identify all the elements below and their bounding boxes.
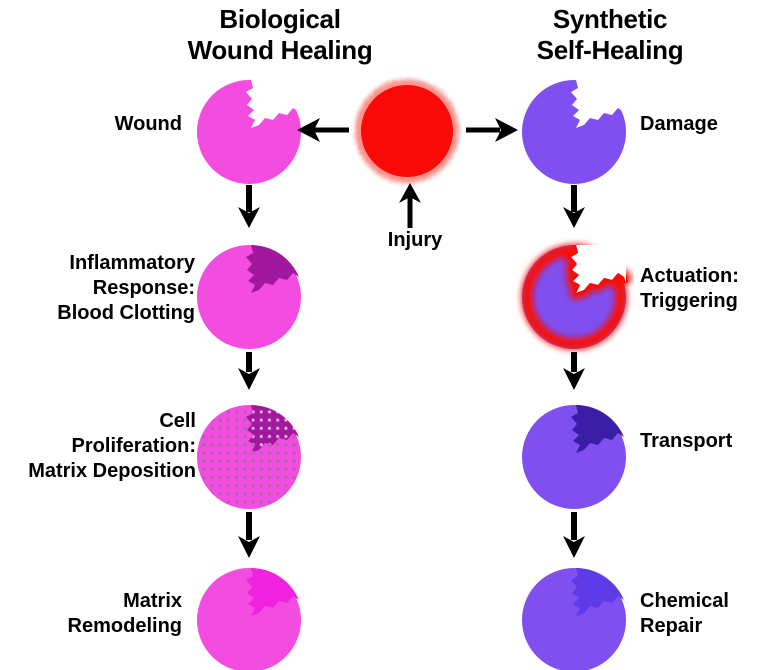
label-matrix-remodeling: Matrix Remodeling	[67, 590, 182, 637]
figure-matrix-remodeling-circle	[197, 568, 301, 670]
figure-matrix-deposition-circle	[197, 405, 301, 509]
arrow-injury-to-damage	[466, 118, 518, 142]
figure-transport-circle	[522, 405, 626, 509]
figure-damage-circle	[522, 80, 626, 184]
label-wound: Wound	[114, 113, 182, 135]
arrow-right-damage-to-actuation	[563, 185, 585, 228]
figure-injury-bolus	[355, 79, 459, 183]
label-cell-proliferation: Cell Proliferation: Matrix Deposition	[28, 410, 196, 482]
arrow-left-wound-to-inflammatory	[238, 185, 260, 228]
arrow-injury-to-wound	[297, 118, 349, 142]
column-title-biological: Biological Wound Healing	[187, 4, 373, 65]
label-damage: Damage	[640, 113, 718, 135]
label-chemical-repair: Chemical Repair	[640, 590, 729, 637]
figure-chemical-repair-circle	[522, 568, 626, 670]
arrow-right-transport-to-repair	[563, 512, 585, 558]
arrow-injury-source	[399, 183, 421, 228]
arrow-right-actuation-to-transport	[563, 352, 585, 390]
label-transport: Transport	[640, 430, 733, 452]
figure-wound-circle	[197, 80, 301, 184]
label-injury: Injury	[387, 229, 443, 251]
label-actuation-triggering: Actuation: Triggering	[640, 265, 739, 312]
label-inflammatory-response: Inflammatory Response: Blood Clotting	[57, 252, 195, 324]
arrow-left-inflammatory-to-proliferation	[238, 352, 260, 390]
figure-actuation-circle	[521, 243, 633, 350]
figure-blood-clot-circle	[197, 245, 301, 349]
arrow-left-proliferation-to-remodeling	[238, 512, 260, 558]
column-title-synthetic: Synthetic Self-Healing	[536, 4, 684, 65]
